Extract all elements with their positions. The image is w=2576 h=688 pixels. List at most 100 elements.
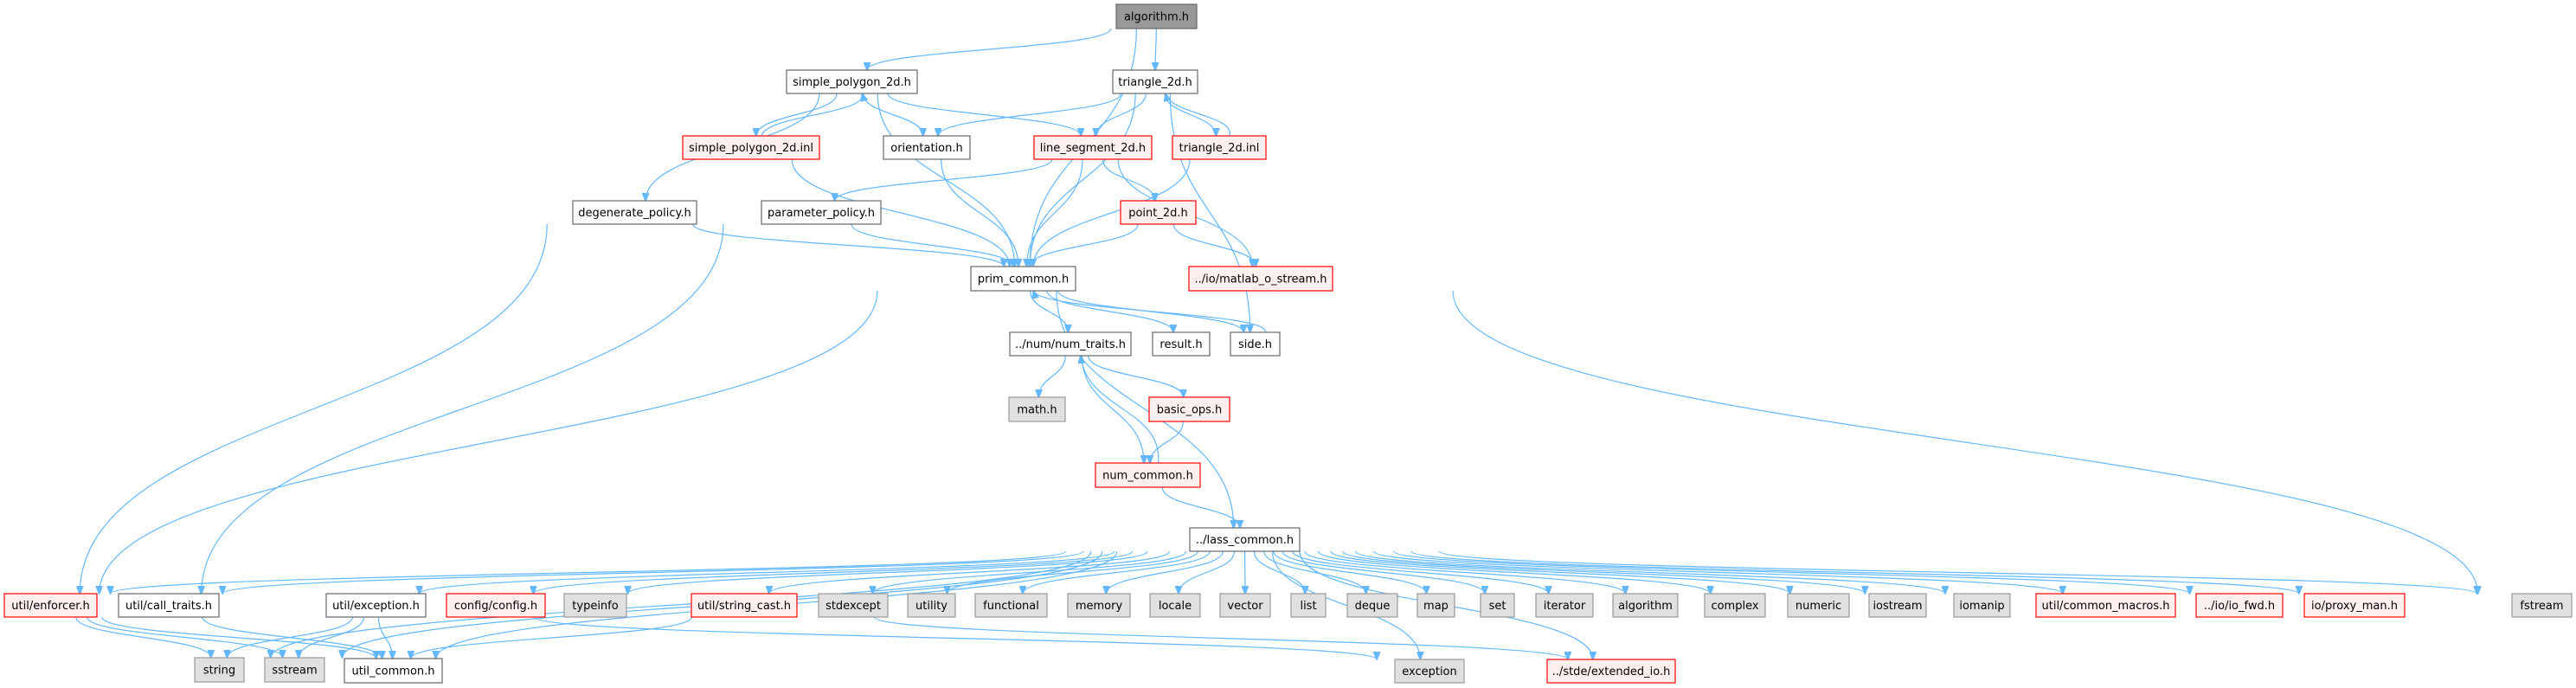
node-box[interactable] bbox=[1188, 266, 1333, 292]
node-set[interactable]: set bbox=[1480, 593, 1515, 618]
node-triangle-2d[interactable]: triangle_2d.h bbox=[1112, 69, 1198, 94]
node-vector[interactable]: vector bbox=[1219, 593, 1271, 618]
node-box[interactable] bbox=[1033, 135, 1153, 160]
node-triangle-2d-inl[interactable]: triangle_2d.inl bbox=[1172, 135, 1267, 160]
node-box[interactable] bbox=[1612, 593, 1679, 618]
node-box[interactable] bbox=[1953, 593, 2011, 618]
node-box[interactable] bbox=[1120, 200, 1197, 225]
node-box[interactable] bbox=[1148, 396, 1230, 422]
node-degenerate-policy[interactable]: degenerate_policy.h bbox=[572, 200, 697, 225]
node-box[interactable] bbox=[1394, 659, 1465, 684]
node-io-fwd[interactable]: ../io/io_fwd.h bbox=[2195, 593, 2284, 618]
node-box[interactable] bbox=[1115, 3, 1198, 29]
node-exception-h[interactable]: util/exception.h bbox=[325, 593, 427, 618]
node-basic-ops[interactable]: basic_ops.h bbox=[1148, 396, 1230, 422]
node-iterator[interactable]: iterator bbox=[1535, 593, 1594, 618]
node-simple-polygon-2d[interactable]: simple_polygon_2d.h bbox=[786, 69, 918, 94]
node-simple-polygon-2d-inl[interactable]: simple_polygon_2d.inl bbox=[682, 135, 820, 160]
node-math[interactable]: math.h bbox=[1008, 396, 1066, 422]
node-box[interactable] bbox=[572, 200, 697, 225]
node-box[interactable] bbox=[1290, 593, 1327, 618]
node-utility[interactable]: utility bbox=[907, 593, 956, 618]
node-box[interactable] bbox=[1009, 331, 1132, 357]
node-box[interactable] bbox=[1152, 331, 1211, 357]
node-sstream[interactable]: sstream bbox=[264, 657, 325, 683]
node-box[interactable] bbox=[691, 593, 798, 618]
node-fstream[interactable]: fstream bbox=[2511, 593, 2573, 618]
node-box[interactable] bbox=[118, 593, 220, 618]
node-call-traits[interactable]: util/call_traits.h bbox=[118, 593, 220, 618]
node-lass-common[interactable]: ../lass_common.h bbox=[1189, 527, 1301, 552]
node-list[interactable]: list bbox=[1290, 593, 1327, 618]
node-iomanip[interactable]: iomanip bbox=[1953, 593, 2011, 618]
node-box[interactable] bbox=[1219, 593, 1271, 618]
node-box[interactable] bbox=[1535, 593, 1594, 618]
node-box[interactable] bbox=[1112, 69, 1198, 94]
node-box[interactable] bbox=[1416, 593, 1455, 618]
node-map[interactable]: map bbox=[1416, 593, 1455, 618]
node-box[interactable] bbox=[1149, 593, 1201, 618]
node-box[interactable] bbox=[2195, 593, 2284, 618]
node-config[interactable]: config/config.h bbox=[446, 593, 546, 618]
node-box[interactable] bbox=[761, 200, 882, 225]
node-string[interactable]: string bbox=[194, 657, 245, 683]
node-enforcer[interactable]: util/enforcer.h bbox=[3, 593, 98, 618]
node-point-2d[interactable]: point_2d.h bbox=[1120, 200, 1197, 225]
node-box[interactable] bbox=[1095, 462, 1201, 488]
node-common-macros[interactable]: util/common_macros.h bbox=[2035, 593, 2176, 618]
node-box[interactable] bbox=[1480, 593, 1515, 618]
node-stdexcept[interactable]: stdexcept bbox=[818, 593, 889, 618]
node-string-cast[interactable]: util/string_cast.h bbox=[691, 593, 798, 618]
node-box[interactable] bbox=[264, 657, 325, 683]
node-box[interactable] bbox=[2303, 593, 2406, 618]
node-side[interactable]: side.h bbox=[1230, 331, 1281, 357]
node-box[interactable] bbox=[344, 658, 443, 684]
node-box[interactable] bbox=[970, 266, 1076, 292]
node-box[interactable] bbox=[1704, 593, 1766, 618]
node-box[interactable] bbox=[446, 593, 546, 618]
node-box[interactable] bbox=[1346, 593, 1398, 618]
node-matlab-o-stream[interactable]: ../io/matlab_o_stream.h bbox=[1188, 266, 1333, 292]
node-box[interactable] bbox=[1067, 593, 1131, 618]
node-iostream[interactable]: iostream bbox=[1868, 593, 1927, 618]
node-num-common[interactable]: num_common.h bbox=[1095, 462, 1201, 488]
node-box[interactable] bbox=[2035, 593, 2176, 618]
node-box[interactable] bbox=[2511, 593, 2573, 618]
node-numeric[interactable]: numeric bbox=[1787, 593, 1850, 618]
node-algorithm[interactable]: algorithm.h bbox=[1115, 3, 1198, 29]
node-algorithm-std[interactable]: algorithm bbox=[1612, 593, 1679, 618]
node-complex[interactable]: complex bbox=[1704, 593, 1766, 618]
node-box[interactable] bbox=[1868, 593, 1927, 618]
node-box[interactable] bbox=[1546, 659, 1676, 684]
node-memory[interactable]: memory bbox=[1067, 593, 1131, 618]
node-proxy-man[interactable]: io/proxy_man.h bbox=[2303, 593, 2406, 618]
node-deque[interactable]: deque bbox=[1346, 593, 1398, 618]
node-extended-io[interactable]: ../stde/extended_io.h bbox=[1546, 659, 1676, 684]
node-functional[interactable]: functional bbox=[974, 593, 1048, 618]
node-box[interactable] bbox=[1787, 593, 1850, 618]
node-parameter-policy[interactable]: parameter_policy.h bbox=[761, 200, 882, 225]
node-box[interactable] bbox=[1008, 396, 1066, 422]
node-box[interactable] bbox=[682, 135, 820, 160]
node-box[interactable] bbox=[3, 593, 98, 618]
node-prim-common[interactable]: prim_common.h bbox=[970, 266, 1076, 292]
node-box[interactable] bbox=[1189, 527, 1301, 552]
node-box[interactable] bbox=[786, 69, 918, 94]
node-box[interactable] bbox=[974, 593, 1048, 618]
node-typeinfo[interactable]: typeinfo bbox=[563, 593, 627, 618]
node-box[interactable] bbox=[907, 593, 956, 618]
node-exception[interactable]: exception bbox=[1394, 659, 1465, 684]
node-locale[interactable]: locale bbox=[1149, 593, 1201, 618]
node-orientation[interactable]: orientation.h bbox=[883, 135, 971, 160]
node-box[interactable] bbox=[883, 135, 971, 160]
node-util-common[interactable]: util_common.h bbox=[344, 658, 443, 684]
node-box[interactable] bbox=[1172, 135, 1267, 160]
node-num-traits[interactable]: ../num/num_traits.h bbox=[1009, 331, 1132, 357]
node-box[interactable] bbox=[194, 657, 245, 683]
node-box[interactable] bbox=[818, 593, 889, 618]
node-result[interactable]: result.h bbox=[1152, 331, 1211, 357]
node-line-segment-2d[interactable]: line_segment_2d.h bbox=[1033, 135, 1153, 160]
node-box[interactable] bbox=[325, 593, 427, 618]
node-box[interactable] bbox=[1230, 331, 1281, 357]
node-box[interactable] bbox=[563, 593, 627, 618]
